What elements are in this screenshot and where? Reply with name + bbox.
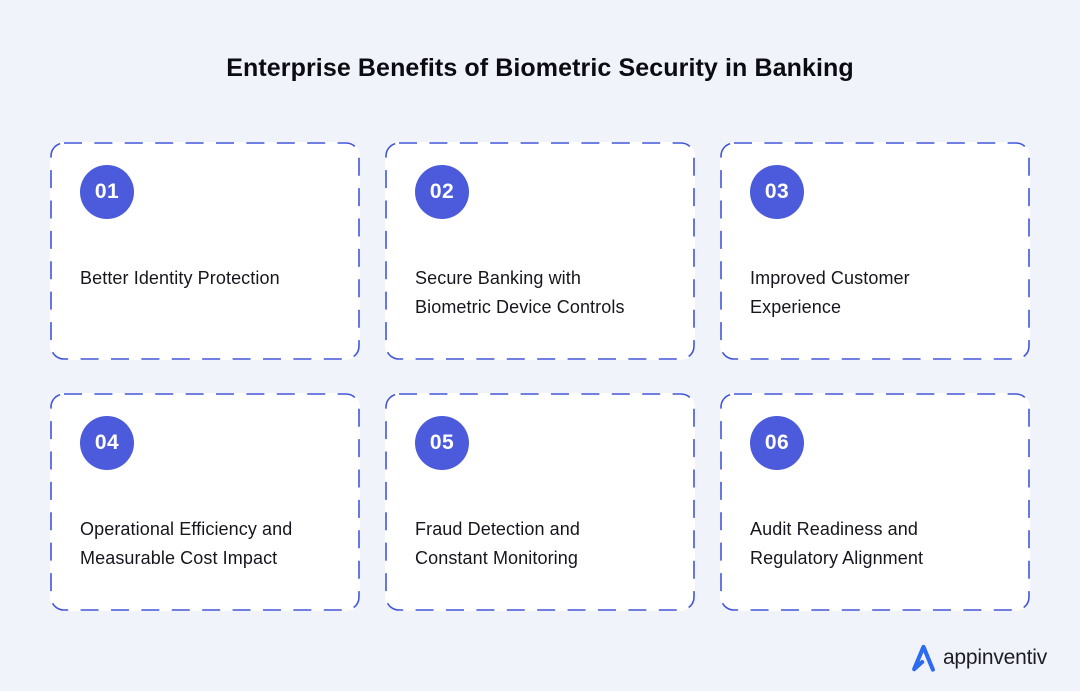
benefit-card-2: 02 Secure Banking with Biometric Device … <box>385 142 695 360</box>
appinventiv-logo: appinventiv <box>911 643 1047 673</box>
card-label: Fraud Detection and Constant Monitoring <box>415 519 580 568</box>
benefits-grid: 01 Better Identity Protection 02 Secure … <box>50 142 1030 611</box>
card-label: Secure Banking with Biometric Device Con… <box>415 268 625 317</box>
card-label: Better Identity Protection <box>80 268 280 288</box>
card-number-badge: 04 <box>80 416 134 470</box>
page-title: Enterprise Benefits of Biometric Securit… <box>226 54 854 82</box>
card-number-badge: 03 <box>750 165 804 219</box>
card-label: Operational Efficiency and Measurable Co… <box>80 519 293 568</box>
appinventiv-a-icon <box>912 644 935 672</box>
card-label: Audit Readiness and Regulatory Alignment <box>750 519 924 568</box>
card-number-badge: 06 <box>750 416 804 470</box>
card-number-badge: 05 <box>415 416 469 470</box>
benefit-card-6: 06 Audit Readiness and Regulatory Alignm… <box>720 393 1030 611</box>
benefit-card-1: 01 Better Identity Protection <box>50 142 360 360</box>
benefit-card-4: 04 Operational Efficiency and Measurable… <box>50 393 360 611</box>
card-number-badge: 01 <box>80 165 134 219</box>
card-number-badge: 02 <box>415 165 469 219</box>
benefit-card-5: 05 Fraud Detection and Constant Monitori… <box>385 393 695 611</box>
card-label: Improved Customer Experience <box>750 268 910 317</box>
appinventiv-logo-text: appinventiv <box>942 646 1047 669</box>
benefit-card-3: 03 Improved Customer Experience <box>720 142 1030 360</box>
